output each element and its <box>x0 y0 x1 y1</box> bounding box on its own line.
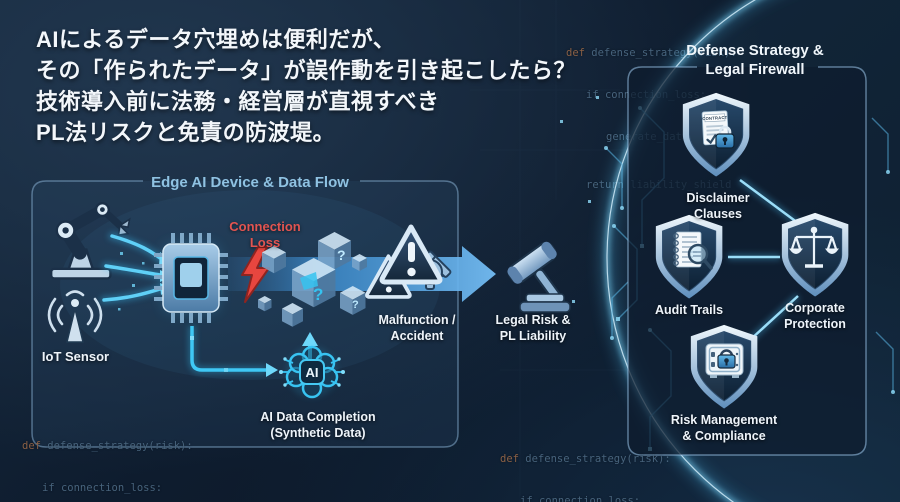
code-keyword: def <box>566 47 585 59</box>
connection-loss-label: Connection Loss <box>229 219 301 250</box>
code-snippet-bottom-middle: def defense_strategy(risk): if connectio… <box>500 453 671 502</box>
headline-line-2: その「作られたデータ」が誤作動を引き起こしたら？ <box>36 58 577 83</box>
lightning-icon <box>241 246 270 303</box>
background-grid <box>470 0 640 502</box>
headline-line-3: 技術導入前に法務・経営層が直視すべき <box>36 89 440 114</box>
shield-corporate-label: Corporate Protection <box>784 301 846 331</box>
shield-disclaimer-icon: CONTRACT <box>682 92 750 177</box>
data-cubes-icon: ? ? ? <box>258 232 367 327</box>
headline-line-4: PL法リスクと免責の防波堤。 <box>36 120 336 145</box>
chip-to-ai-connector <box>188 326 278 377</box>
ai-completion-label: AI Data Completion (Synthetic Data) <box>260 410 376 440</box>
shield-vault-icon <box>690 324 758 409</box>
robot-arm-icon <box>50 202 131 280</box>
defense-panel-title: Defense Strategy & Legal Firewall <box>686 42 824 78</box>
legal-risk-label: Legal Risk & PL Liability <box>495 313 571 343</box>
code-keyword: def <box>22 440 41 452</box>
chip-icon <box>154 233 228 323</box>
warning-gear-icon <box>365 224 452 299</box>
code-keyword: def <box>500 453 519 465</box>
malfunction-label: Malfunction / Accident <box>378 313 456 343</box>
code-snippet-bottom-left: def defense_strategy(risk): if connectio… <box>22 440 193 494</box>
shield-disclaimer-label: Disclaimer Clauses <box>686 191 750 221</box>
cube-question-mark: ? <box>337 247 346 263</box>
ai-brain-icon: AI <box>279 345 345 399</box>
cube-question-mark: ? <box>313 285 323 304</box>
contract-text: CONTRACT <box>702 115 728 121</box>
shield-audit-icon <box>655 214 723 299</box>
iot-sensor-icon <box>47 290 103 343</box>
shield-scales-icon <box>781 212 849 297</box>
edge-panel-title: Edge AI Device & Data Flow <box>151 174 349 191</box>
shield-risk-label: Risk Management & Compliance <box>670 413 778 443</box>
ai-chip-label: AI <box>306 365 319 380</box>
gavel-icon <box>507 241 571 313</box>
headline: AIによるデータ穴埋めは便利だが、 その「作られたデータ」が誤作動を引き起こした… <box>36 24 616 148</box>
iot-sensor-label: IoT Sensor <box>41 349 110 364</box>
shield-connectors <box>728 177 805 343</box>
shield-audit-label: Audit Trails <box>654 303 724 317</box>
headline-line-1: AIによるデータ穴埋めは便利だが、 <box>36 27 396 52</box>
defense-panel-frame <box>627 66 867 456</box>
cube-question-mark: ? <box>352 299 359 311</box>
